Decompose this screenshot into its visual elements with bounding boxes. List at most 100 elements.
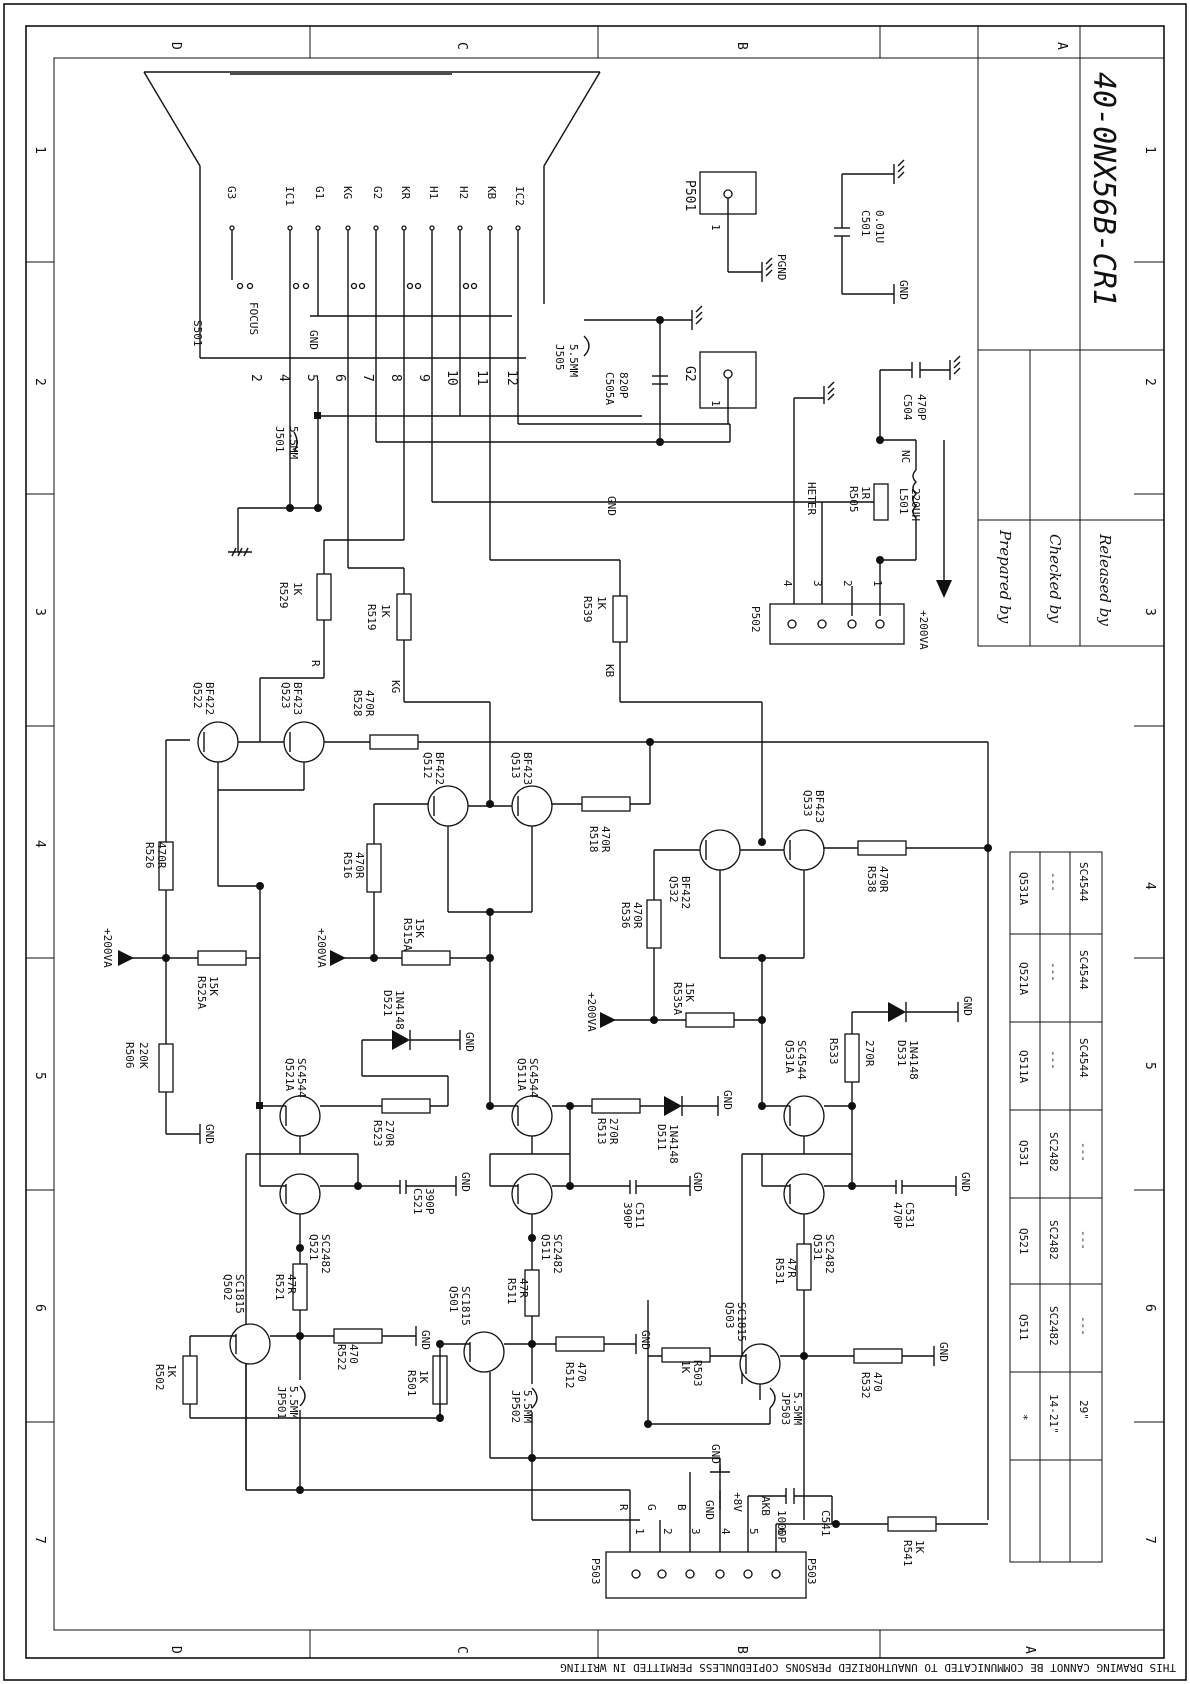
supply-label-green: +200VA xyxy=(315,928,328,968)
r501-value: 1K xyxy=(417,1370,430,1384)
cascode-blue: Q531A SC4544 R533 270R D531 1N4148 GND Q… xyxy=(741,996,974,1380)
connector-g2: G2 1 xyxy=(682,351,757,442)
c505a-value: 820P xyxy=(617,372,630,399)
jp502-value: 5.5MM xyxy=(521,1390,534,1423)
d531-ref: D531 xyxy=(895,1040,908,1067)
r538-value: 470R xyxy=(877,866,890,893)
q521-type: SC2482 xyxy=(319,1234,332,1274)
supply-label-blue: +200VA xyxy=(585,992,598,1032)
c511-value: 390P xyxy=(621,1202,634,1229)
q502-ref: Q502 xyxy=(221,1274,234,1301)
col-label-top-3: B xyxy=(734,42,749,50)
c504-value: 470P xyxy=(915,394,928,421)
variant-cell-1-q531a: --- xyxy=(1047,872,1060,892)
q523-ref: Q523 xyxy=(279,682,292,709)
c531-value: 470P xyxy=(891,1202,904,1229)
p503-pin-name-gnd: GND xyxy=(703,1500,716,1520)
socket-pin-h1: H1 xyxy=(427,186,440,199)
r533-ref: R533 xyxy=(827,1038,840,1065)
q521a-ref: Q521A xyxy=(283,1058,296,1091)
r506-value: 220K xyxy=(137,1042,150,1069)
connector-g2-pin: 1 xyxy=(709,400,722,407)
r512-gnd: GND xyxy=(639,1330,652,1350)
q512-ref: Q512 xyxy=(421,752,434,779)
r513-ref: R513 xyxy=(595,1118,608,1145)
variant-cell-1-q511: SC2482 xyxy=(1047,1306,1060,1346)
variant-header-star: * xyxy=(1017,1414,1030,1421)
r519-net: KG xyxy=(389,680,402,693)
d511-gnd: GND xyxy=(721,1090,734,1110)
q532-ref: Q532 xyxy=(667,876,680,903)
p503-ref-left: P503 xyxy=(589,1558,602,1585)
r536-value: 470R xyxy=(631,902,644,929)
output-stage-blue: Q532 BF422 Q533 BF423 R538 470R R536 470… xyxy=(585,741,992,1520)
released-by-label: Released by xyxy=(1096,533,1114,626)
connector-p501-net: PGND xyxy=(775,254,788,281)
heter-label: HETER xyxy=(805,482,818,515)
r506-ref: R506 xyxy=(123,1042,136,1069)
drawing-border xyxy=(3,3,1187,1681)
row-label-left-4: 4 xyxy=(32,840,47,848)
r539-net: KB xyxy=(603,664,616,678)
p503-pin-6: 6 xyxy=(775,1528,788,1535)
c505a-ref: C505A xyxy=(603,372,616,405)
q533-type: BF423 xyxy=(813,790,826,823)
d531-type: 1N4148 xyxy=(907,1040,920,1080)
variant-cell-1-q531: SC2482 xyxy=(1047,1132,1060,1172)
p502-pin-4: 4 xyxy=(781,580,794,587)
variant-header-q521: Q521 xyxy=(1017,1228,1030,1255)
q521-ref: Q521 xyxy=(307,1234,320,1261)
variant-cell-2-q521a: SC4544 xyxy=(1077,950,1090,990)
row-label-left-3: 3 xyxy=(32,608,47,616)
capacitor-c504: C504 470P xyxy=(880,355,961,421)
col-label-bottom-3: B xyxy=(734,1646,749,1654)
r519-ref: R519 xyxy=(365,604,378,631)
q523-type: BF423 xyxy=(291,682,304,715)
cathode-resistors: R529 1K R R519 1K KG R539 1K KB xyxy=(259,540,763,842)
p502-pin-2: 2 xyxy=(841,580,854,587)
socket-pin-ic1: IC1 xyxy=(283,186,296,206)
r525a-ref: R525A xyxy=(195,976,208,1009)
c511-gnd: GND xyxy=(691,1172,704,1192)
r511-value: 47R xyxy=(517,1278,530,1298)
socket-pin-number-11: 11 xyxy=(474,370,489,386)
q503-type: SC1815 xyxy=(735,1302,748,1342)
c521-gnd: GND xyxy=(459,1172,472,1192)
l501-nc: NC xyxy=(899,450,912,463)
row-label-right-7: 7 xyxy=(1142,1536,1157,1544)
checked-by-label: Checked by xyxy=(1046,534,1064,623)
q522-ref: Q522 xyxy=(191,682,204,709)
p503-ref-right: P503 xyxy=(805,1558,818,1585)
connector-p501: P501 1 PGND xyxy=(682,171,788,282)
d521-ref: D521 xyxy=(381,990,394,1017)
row-label-left-1: 1 xyxy=(32,146,47,154)
p503-pin-4: 4 xyxy=(719,1528,732,1535)
r503-value: 1K xyxy=(679,1360,692,1374)
input-connector-p503: GND P503 P503 1 2 3 4 5 6 R G B GND +8V … xyxy=(439,1356,988,1599)
connector-p501-ref: P501 xyxy=(682,180,697,211)
q522-type: BF422 xyxy=(203,682,216,715)
jp501-value: 5.5MM xyxy=(287,1386,300,1419)
c501-ref: C501 xyxy=(859,210,872,237)
capacitor-c501: C501 0.01U GND xyxy=(834,159,910,304)
socket-gnd-label: GND xyxy=(307,330,320,350)
connector-p501-pin: 1 xyxy=(709,224,722,231)
socket-pin-g2: G2 xyxy=(371,186,384,199)
socket-pin-number-8: 8 xyxy=(388,374,403,382)
j505-value: 5.5MM xyxy=(567,344,580,377)
r511-ref: R511 xyxy=(505,1278,518,1305)
p503-pin-5: 5 xyxy=(747,1528,760,1535)
r522-ref: R522 xyxy=(335,1344,348,1371)
row-label-right-3: 3 xyxy=(1142,608,1157,616)
r522-gnd: GND xyxy=(419,1330,432,1350)
variant-header-q521a: Q521A xyxy=(1017,962,1030,995)
r503-ref: R503 xyxy=(691,1360,704,1387)
d521-gnd: GND xyxy=(463,1032,476,1052)
q531-type: SC2482 xyxy=(823,1234,836,1274)
r518-value: 470R xyxy=(599,826,612,853)
col-label-bottom-1: D xyxy=(168,1646,183,1654)
socket-pin-ic2: IC2 xyxy=(513,186,526,206)
p502-pin-3: 3 xyxy=(811,580,824,587)
r521-value: 47R xyxy=(285,1274,298,1294)
r512-ref: R512 xyxy=(563,1362,576,1389)
